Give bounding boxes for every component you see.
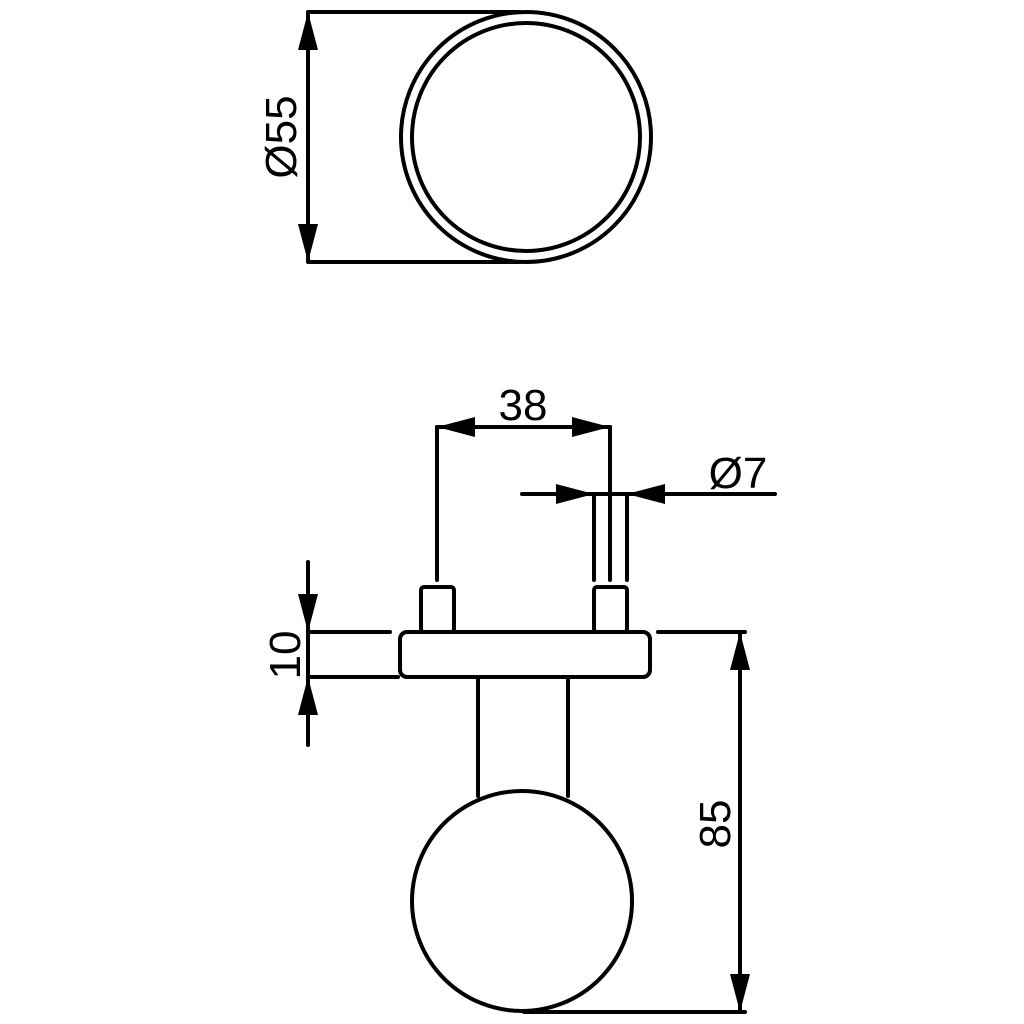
- arrow-icon: [730, 974, 750, 1012]
- top-view: Ø55: [257, 10, 653, 264]
- left-pin: [419, 585, 456, 634]
- right-pin: [592, 585, 629, 634]
- arrow-icon: [298, 224, 318, 262]
- knob-outer-circle: [399, 10, 653, 264]
- knob-inner-circle: [410, 21, 642, 253]
- arrow-icon: [627, 484, 665, 504]
- dimension-label-85: 85: [691, 800, 740, 849]
- dimension-label-diameter-55: Ø55: [257, 95, 306, 178]
- arrow-icon: [298, 12, 318, 50]
- base-plate: [398, 630, 652, 679]
- arrow-icon: [298, 594, 318, 632]
- arrow-icon: [556, 484, 594, 504]
- knob-ball: [410, 789, 634, 1013]
- arrow-icon: [298, 677, 318, 715]
- dimension-label-10: 10: [261, 631, 310, 680]
- arrow-icon: [437, 417, 475, 437]
- dimension-label-38: 38: [499, 381, 548, 430]
- dimension-label-diameter-7: Ø7: [709, 449, 768, 498]
- arrow-icon: [572, 417, 610, 437]
- arrow-icon: [730, 632, 750, 670]
- side-view: 38 Ø7 10 85: [261, 381, 777, 1014]
